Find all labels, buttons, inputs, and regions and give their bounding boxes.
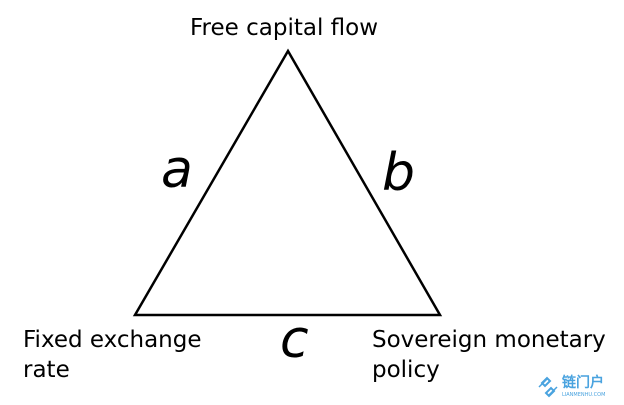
vertex-label-bottom-right-line2: policy: [372, 357, 440, 383]
side-label-left: a: [161, 140, 193, 200]
side-label-bottom: c: [280, 310, 309, 370]
triangle-outline: [132, 48, 443, 317]
vertex-label-bottom-left-line2: rate: [23, 357, 70, 383]
watermark-logo: 链门户 LIANMENHU.COM: [536, 374, 616, 400]
vertex-label-bottom-right-line1: Sovereign monetary: [372, 327, 606, 353]
side-label-right: b: [382, 143, 416, 203]
vertex-label-top: Free capital flow: [190, 15, 379, 41]
chain-link-icon: [538, 376, 558, 398]
watermark-logo-text: 链门户: [562, 375, 604, 391]
vertex-label-bottom-left-line1: Fixed exchange: [23, 327, 202, 353]
watermark-sub-text: LIANMENHU.COM: [562, 392, 606, 398]
